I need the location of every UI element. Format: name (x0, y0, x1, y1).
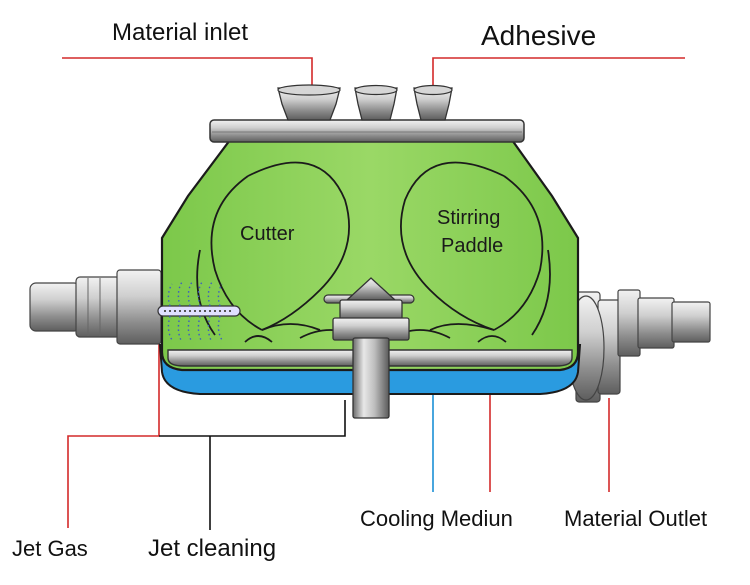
label-paddle: Paddle (441, 235, 503, 257)
label-jet-cleaning: Jet cleaning (148, 535, 276, 562)
middle-port (354, 84, 398, 121)
jet-nozzle (157, 281, 241, 343)
material-inlet-leader (62, 57, 313, 88)
label-cutter: Cutter (240, 223, 295, 245)
adhesive-leader (432, 57, 685, 88)
right-motor (567, 289, 711, 403)
adhesive-port (413, 84, 453, 121)
label-adhesive: Adhesive (481, 20, 596, 51)
labels: Material inlet Adhesive Cutter Stirring … (12, 19, 707, 562)
left-motor (29, 269, 162, 345)
label-material-outlet: Material Outlet (564, 506, 707, 531)
label-material-inlet: Material inlet (112, 19, 248, 46)
central-impeller (323, 277, 415, 419)
leader-lines (62, 57, 685, 530)
top-lid (209, 119, 525, 143)
label-cooling-medium: Cooling Mediun (360, 506, 513, 531)
jet-spray (167, 281, 223, 343)
inlet-ports (277, 84, 453, 121)
label-jet-gas: Jet Gas (12, 536, 88, 561)
jet-gas-leader (67, 300, 160, 528)
material-inlet-port (277, 84, 341, 121)
jet-cleaning-leader (159, 400, 346, 437)
label-stirring: Stirring (437, 207, 500, 229)
vessel-green (160, 138, 580, 372)
